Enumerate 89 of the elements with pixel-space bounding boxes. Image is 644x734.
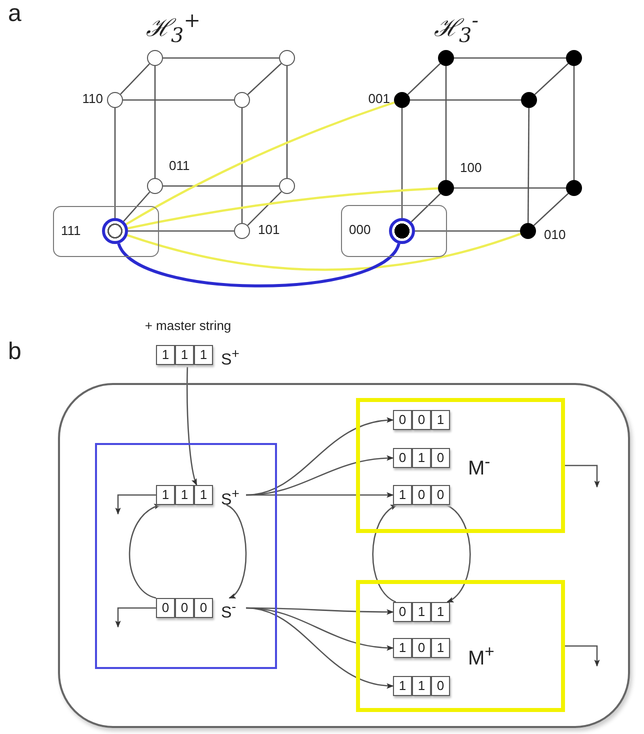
digit-cell: 1 [412,676,431,696]
digit-cell: 1 [156,345,175,365]
digit-cell: 0 [175,598,194,618]
arrow [246,492,394,498]
digit-cell: 1 [412,448,431,468]
digit-cell: 0 [194,598,213,618]
arrow [115,494,156,515]
cube-edge [410,193,441,222]
digit-cell: 1 [393,485,412,505]
arrow [246,418,394,496]
cube-edge [286,66,288,178]
digit-cell: 0 [393,448,412,468]
cube-edge [533,193,569,226]
vertex-label: 001 [368,91,390,106]
cube-edge [454,187,566,189]
cube-edge [123,99,234,101]
digit-cell: 0 [412,410,431,430]
cube-edge [573,66,575,180]
digit-cell: 1 [431,602,450,622]
rounded-box [53,206,159,257]
cube-edge [241,108,243,223]
cube-edge [401,108,403,218]
connector-curve [126,232,521,271]
vertex-label: 110 [82,91,103,106]
vertex-label: 010 [544,227,566,242]
arrow [446,504,471,603]
vertex-label: 101 [258,222,280,237]
connector-curve [127,187,438,230]
digit-cell: 1 [194,485,213,505]
connector-curve [126,101,395,226]
arrow [565,464,600,488]
group-frame [356,398,565,533]
digit-cell: 0 [393,602,412,622]
panel-letter: a [8,0,22,28]
connector-curve [117,242,400,288]
panel-letter: b [8,338,22,366]
cube-edge [163,185,279,187]
digit-cell: 0 [431,448,450,468]
digit-cell: 1 [175,345,194,365]
cube-edge [407,63,441,95]
cube-edge [527,108,530,223]
digit-cell: 0 [412,485,431,505]
arrow [246,607,394,688]
digit-cell: 0 [431,676,450,696]
cube-edge [454,57,566,59]
cube-edge [247,191,282,226]
cube-edge [128,230,234,232]
digit-cell: 0 [412,638,431,658]
arrow [186,366,198,486]
group-frame [356,580,565,712]
digit-cell: 0 [431,485,450,505]
digit-cell: 0 [393,410,412,430]
string-label: S$^{-}$ [221,598,236,622]
digit-cell: 0 [156,598,175,618]
digit-cell: 1 [431,638,450,658]
rounded-box [341,205,447,257]
arrow [372,504,398,603]
cube-edge [445,66,447,180]
digit-cell: 1 [194,345,213,365]
cube-edge [154,66,156,178]
cube-edge [123,192,150,222]
cube-edge [534,63,569,95]
annotation: + master string [144,318,232,333]
vertex-label: 000 [349,222,371,237]
cube-edge [415,230,520,232]
digit-cell: 1 [393,676,412,696]
arrow [115,607,156,628]
arrow [565,645,600,667]
group-label: M$^{-}$ [468,452,490,481]
string-label: S$^{+}$ [221,345,240,370]
cube-edge [247,63,282,95]
group-label: M$^{+}$ [468,642,494,671]
group-frame [95,443,277,669]
vertex-label: 100 [460,160,482,175]
cube-edge [114,108,116,218]
arrow [128,504,162,599]
rounded-frame [58,383,630,728]
digit-cell: 1 [175,485,194,505]
vertex-label: 011 [169,158,190,173]
digit-cell: 1 [393,638,412,658]
digit-cell: 1 [431,410,450,430]
cube-edge [163,57,279,59]
digit-cell: 1 [156,485,175,505]
string-label: S$^{+}$ [221,485,240,510]
arrow [226,504,247,599]
cube-edge [120,63,150,95]
vertex-label: 111 [61,223,81,238]
cube-edge [410,99,521,101]
digit-cell: 1 [412,602,431,622]
